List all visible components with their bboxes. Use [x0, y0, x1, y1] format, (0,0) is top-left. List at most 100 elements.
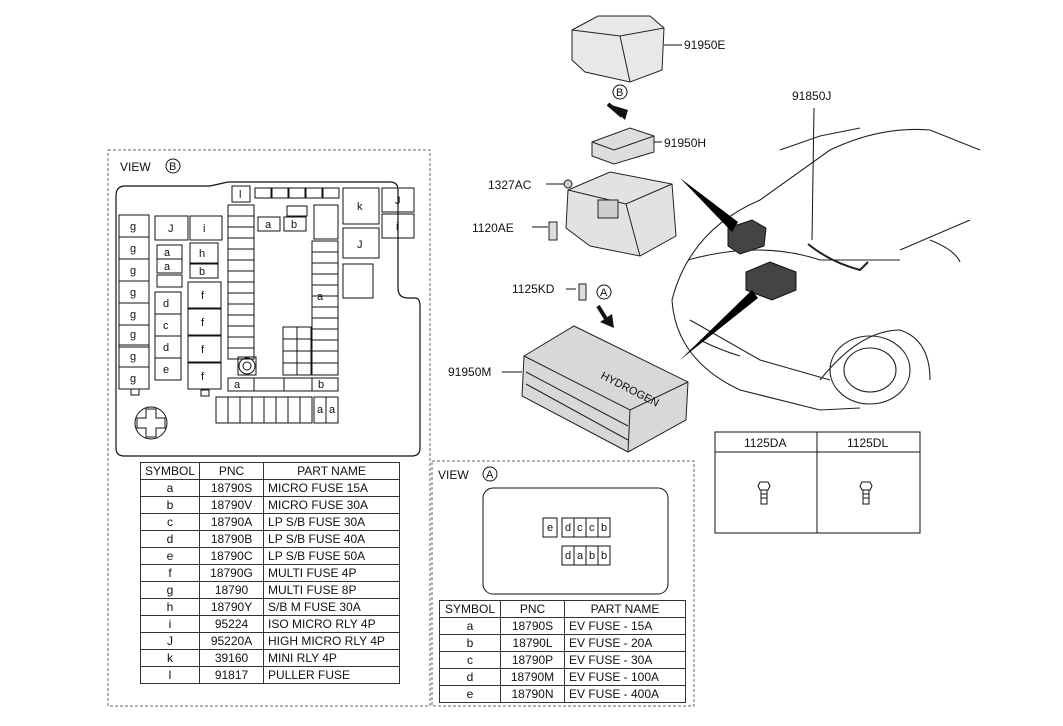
- col-symbol: SYMBOL: [439, 600, 501, 618]
- bolt-icon: [757, 481, 771, 505]
- bolt-icon: [859, 481, 873, 505]
- g-column: [118, 214, 150, 390]
- svg-text:b: b: [199, 266, 205, 278]
- col-symbol: SYMBOL: [139, 462, 201, 480]
- cell-J-left: [154, 215, 189, 241]
- svg-text:l: l: [239, 189, 241, 201]
- svg-text:a: a: [234, 379, 241, 391]
- svg-text:J: J: [395, 195, 401, 207]
- svg-text:f: f: [201, 317, 205, 329]
- svg-text:A: A: [600, 287, 608, 299]
- svg-text:g: g: [130, 287, 136, 299]
- svg-text:J: J: [357, 239, 363, 251]
- micro-fuse-stack-right: [311, 240, 339, 352]
- svg-text:91850J: 91850J: [792, 89, 831, 103]
- svg-text:a: a: [317, 404, 324, 416]
- svg-text:91950E: 91950E: [684, 38, 725, 52]
- svg-text:e: e: [163, 364, 169, 376]
- svg-text:e: e: [547, 522, 553, 534]
- view-b-mark-circle: [165, 158, 181, 174]
- svg-text:b: b: [601, 550, 607, 562]
- svg-text:d: d: [163, 298, 169, 310]
- col-pnc: PNC: [500, 600, 565, 618]
- col-pnc: PNC: [199, 462, 265, 480]
- bolt-1125DA-label: 1125DA: [744, 436, 786, 450]
- svg-text:d: d: [565, 522, 571, 534]
- svg-text:g: g: [130, 309, 136, 321]
- svg-text:i: i: [396, 221, 398, 233]
- col-part-name: PART NAME: [564, 600, 686, 618]
- col-part-name: PART NAME: [263, 462, 400, 480]
- svg-text:g: g: [130, 373, 136, 385]
- svg-text:B: B: [616, 87, 623, 99]
- car-illustration: [671, 127, 981, 411]
- bolt-1125DL-label: 1125DL: [847, 436, 888, 450]
- svg-text:c: c: [163, 320, 169, 332]
- svg-text:f: f: [201, 371, 205, 383]
- svg-text:A: A: [486, 469, 494, 481]
- svg-text:c: c: [589, 522, 595, 534]
- view-a-frame: [431, 460, 695, 707]
- part-junction-box: [565, 171, 677, 257]
- svg-text:a: a: [317, 291, 324, 303]
- svg-text:a: a: [164, 261, 171, 273]
- svg-text:f: f: [201, 344, 205, 356]
- svg-text:f: f: [201, 290, 205, 302]
- svg-text:g: g: [130, 351, 136, 363]
- svg-text:d: d: [163, 342, 169, 354]
- svg-text:g: g: [130, 221, 136, 233]
- svg-text:g: g: [130, 243, 136, 255]
- view-a-label: VIEW: [438, 468, 469, 482]
- svg-text:a: a: [577, 550, 584, 562]
- svg-text:g: g: [130, 265, 136, 277]
- svg-text:b: b: [291, 219, 297, 231]
- svg-text:91950H: 91950H: [664, 136, 706, 150]
- g-labels: g g g g g g g g: [130, 221, 136, 385]
- svg-text:c: c: [577, 522, 583, 534]
- svg-text:h: h: [199, 248, 205, 260]
- svg-text:1327AC: 1327AC: [488, 178, 532, 192]
- fuse-box-outline: [115, 181, 421, 457]
- svg-text:i: i: [203, 223, 205, 235]
- svg-text:J: J: [168, 223, 174, 235]
- svg-text:a: a: [265, 219, 272, 231]
- svg-text:91950M: 91950M: [448, 365, 491, 379]
- svg-text:b: b: [589, 550, 595, 562]
- view-b-frame: [107, 149, 431, 707]
- micro-fuse-stack-left: [227, 204, 255, 360]
- view-b-mark: B: [169, 161, 176, 173]
- part-91950E-cover: [571, 15, 665, 83]
- part-91950M-ev-junction: [521, 325, 689, 453]
- svg-text:k: k: [357, 201, 363, 213]
- view-b-label: VIEW: [120, 160, 151, 174]
- svg-text:1125KD: 1125KD: [512, 282, 555, 296]
- svg-text:g: g: [130, 329, 136, 341]
- svg-text:b: b: [318, 379, 324, 391]
- car-module-dark: [727, 219, 797, 301]
- svg-text:d: d: [565, 550, 571, 562]
- svg-text:a: a: [329, 404, 336, 416]
- svg-text:1120AE: 1120AE: [472, 221, 514, 235]
- cell-i-left: [189, 215, 223, 241]
- mount-cross: [134, 406, 168, 440]
